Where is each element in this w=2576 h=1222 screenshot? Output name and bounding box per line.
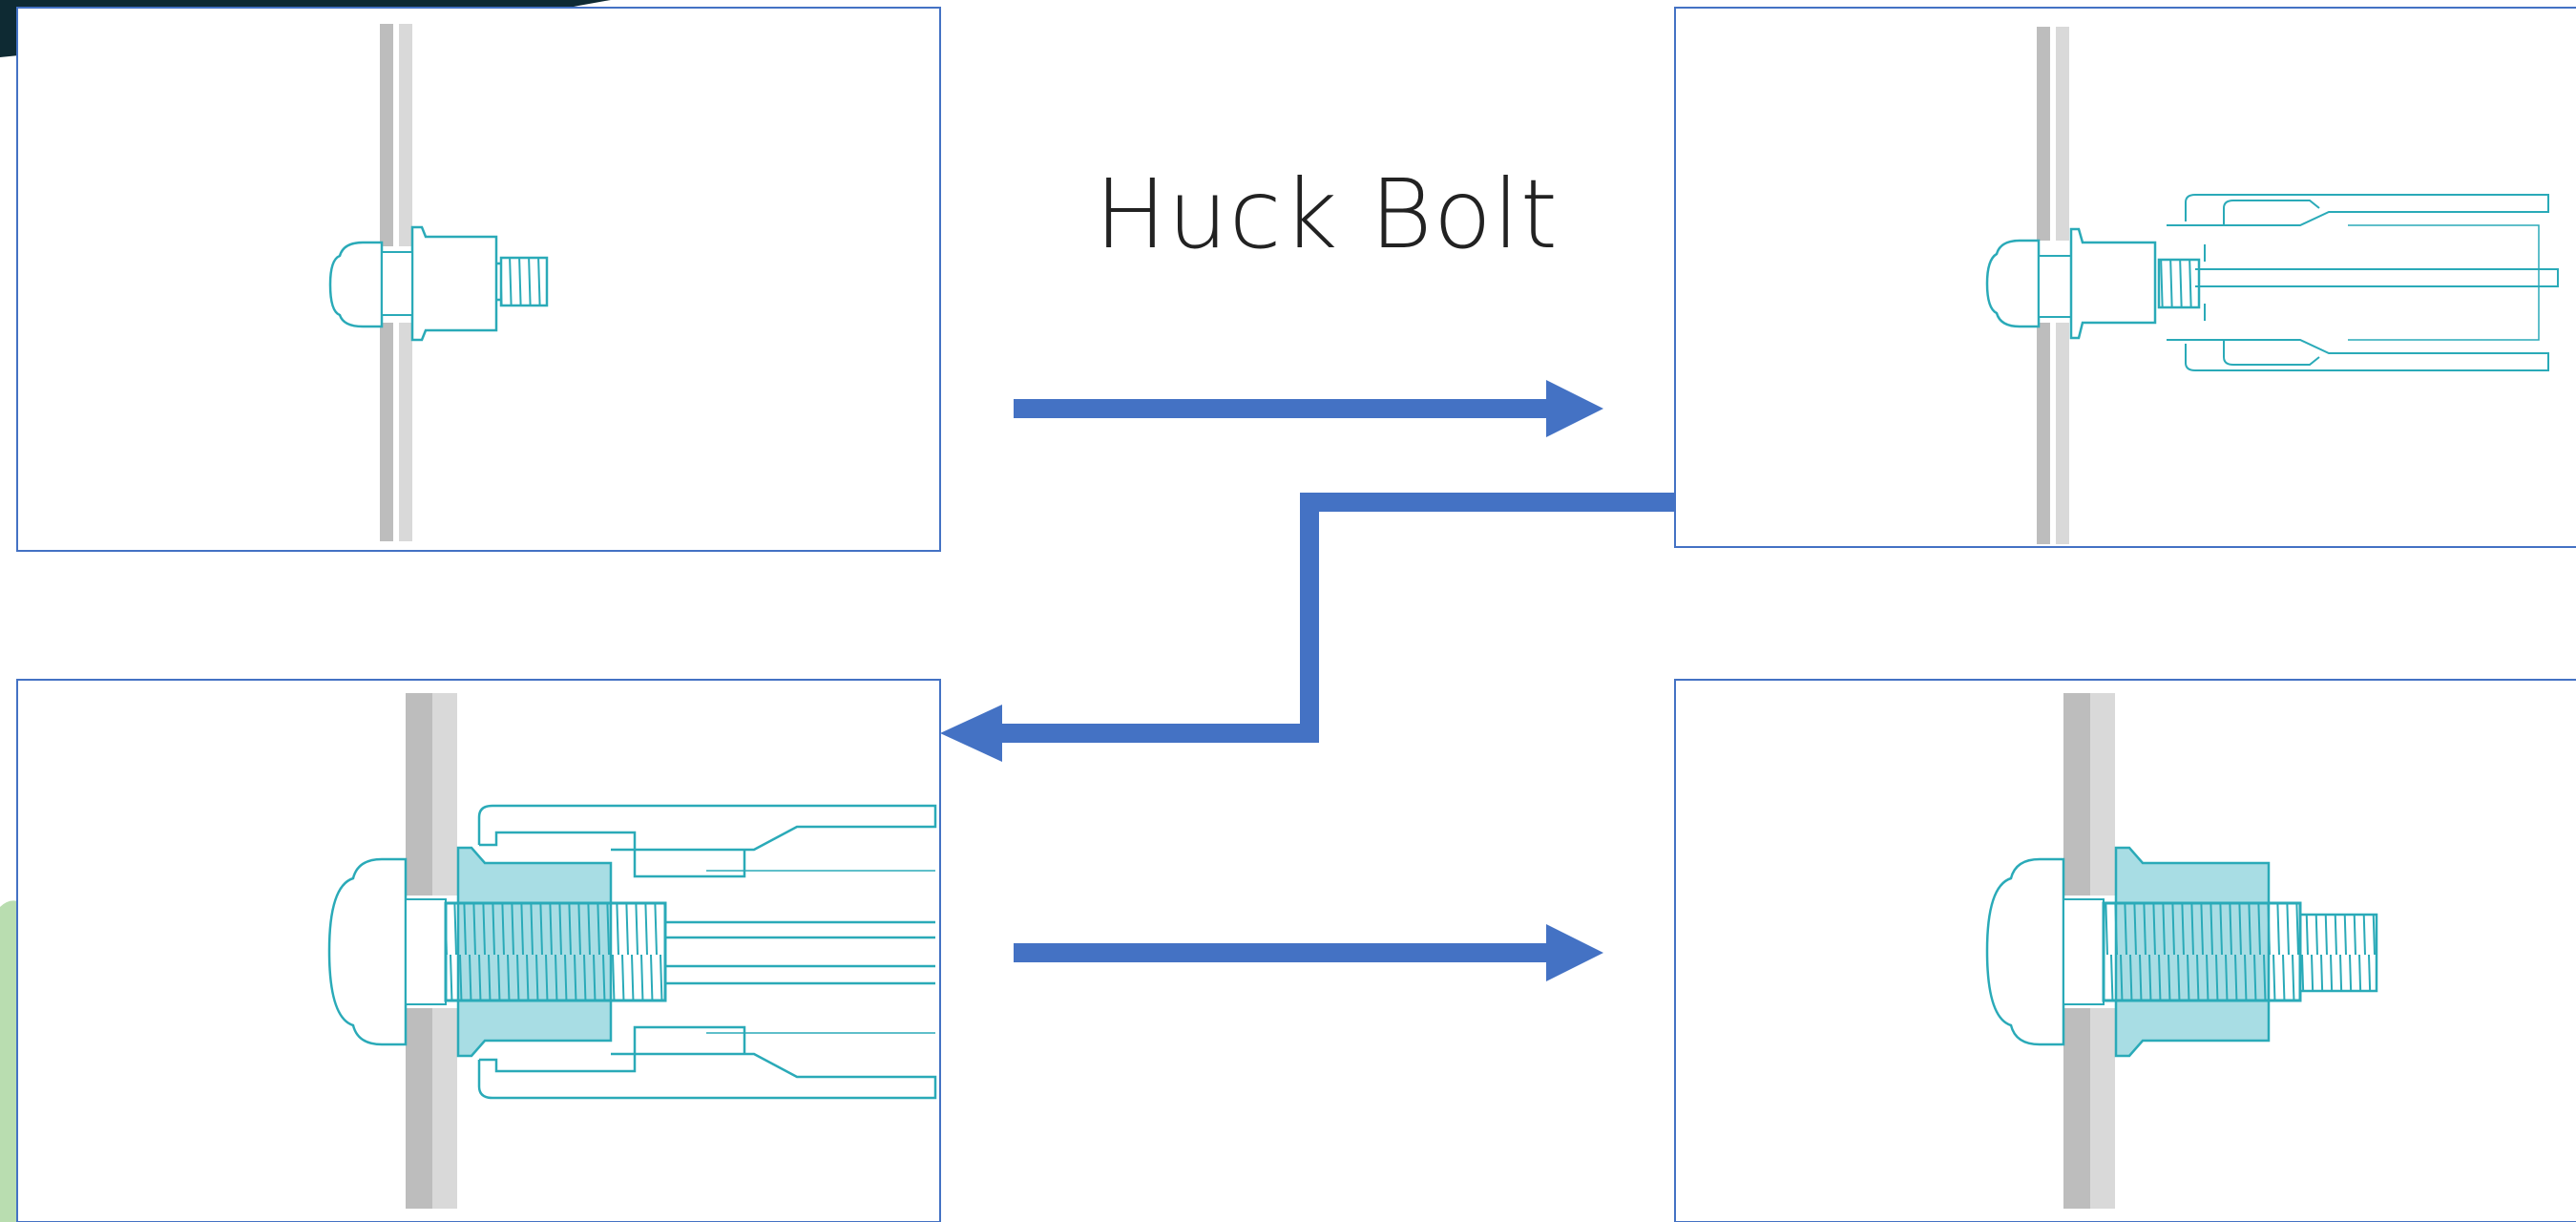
pin-head (1985, 857, 2065, 1046)
step-1-insert-pin (16, 7, 941, 552)
step-4-installed-fastener (1674, 679, 2576, 1222)
pin-threads (2102, 901, 2302, 1002)
pin-threads (444, 901, 667, 1002)
pin-shank (2063, 898, 2105, 1005)
collar (2069, 227, 2157, 340)
installation-tool (2167, 194, 2559, 371)
pin-threads (2157, 258, 2201, 309)
pin-head (328, 241, 384, 328)
installation-tool (477, 804, 937, 1100)
arrow-step3-to-step4 (1014, 924, 1603, 981)
step-3-collar-swaged (16, 679, 941, 1222)
pin-head (1985, 239, 2041, 328)
arrow-step1-to-step2 (1014, 380, 1603, 437)
pin-shank (381, 251, 413, 316)
pin-shank (2038, 255, 2072, 318)
pin-shank (405, 898, 447, 1005)
diagram-title: Huck Bolt (1095, 158, 1559, 270)
step-2-tool-applied (1674, 7, 2576, 548)
arrow-step2-to-step3 (940, 493, 1676, 762)
collar (410, 225, 498, 342)
corner-decoration-bottom (0, 900, 21, 1222)
pin-threads (499, 256, 549, 307)
pin-tail-threads (2298, 913, 2378, 993)
pin-head (327, 857, 408, 1046)
